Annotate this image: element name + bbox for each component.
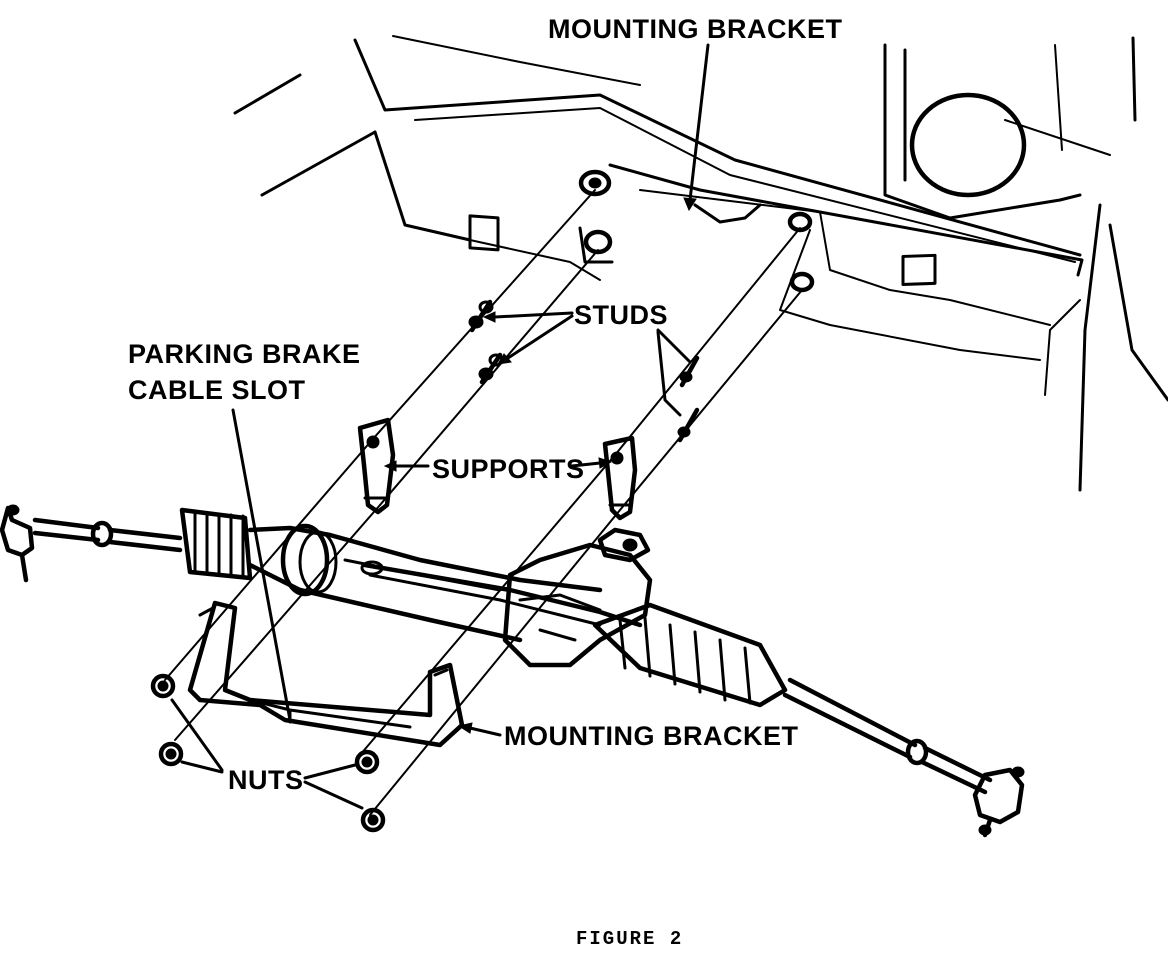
label-parking-brake-line1: PARKING BRAKE xyxy=(128,339,361,369)
nut-1 xyxy=(150,673,176,699)
label-studs: STUDS xyxy=(574,300,668,330)
stud-left-upper xyxy=(468,299,494,333)
nut-2 xyxy=(158,741,184,767)
stud-right-lower xyxy=(677,407,700,443)
nut-3 xyxy=(354,749,380,775)
stud-left-lower xyxy=(478,352,504,385)
stud-right-upper xyxy=(679,355,700,388)
support-right xyxy=(602,435,638,521)
label-mounting-bracket-top: MOUNTING BRACKET xyxy=(548,14,842,44)
figure-caption: FIGURE 2 xyxy=(576,928,683,950)
label-supports: SUPPORTS xyxy=(432,454,585,484)
label-nuts: NUTS xyxy=(228,765,304,795)
vehicle-crossmember xyxy=(233,35,1168,492)
nut-4 xyxy=(360,807,386,833)
steering-rack xyxy=(0,504,1025,838)
leader-lines xyxy=(170,43,710,810)
mounting-bracket-lower xyxy=(187,600,465,748)
label-mounting-bracket-bottom: MOUNTING BRACKET xyxy=(504,721,798,751)
support-left xyxy=(357,417,396,515)
label-parking-brake-line2: CABLE SLOT xyxy=(128,375,306,405)
